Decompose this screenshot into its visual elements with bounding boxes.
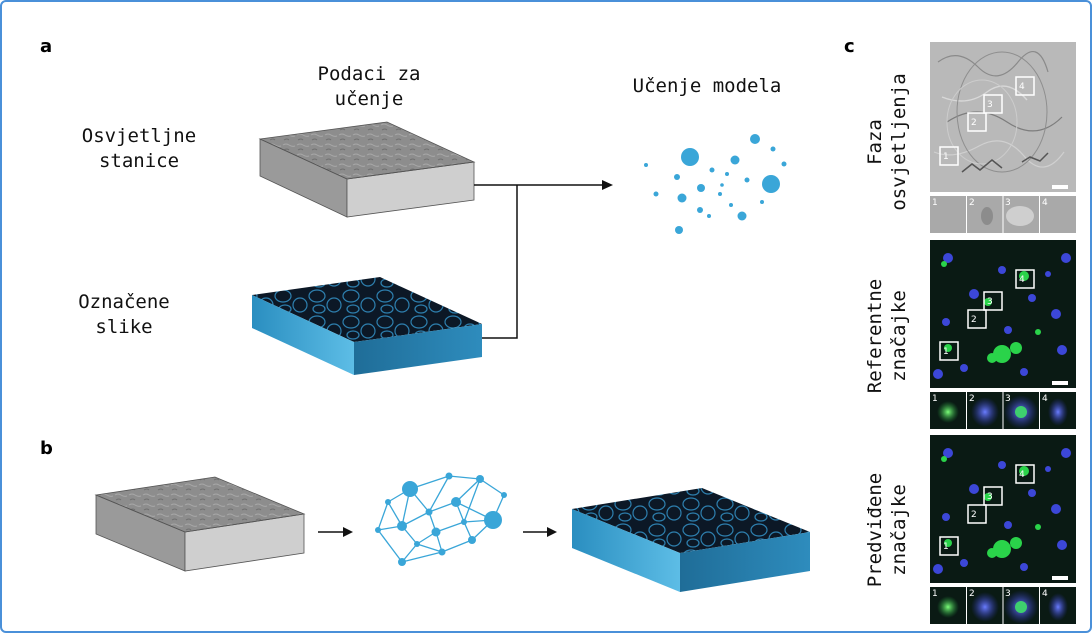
roi-number: 4: [1019, 275, 1025, 285]
training-connector-lines: [474, 184, 602, 339]
roi-number: 3: [987, 492, 993, 502]
roi-number: 4: [1019, 82, 1025, 92]
roi-number: 3: [987, 297, 993, 307]
b-output-block: [572, 488, 810, 592]
thumb-number: 3: [1005, 198, 1011, 208]
panel-c-letter: c: [844, 36, 855, 57]
model-training-label: Učenje modela: [632, 75, 782, 97]
panel-b-letter: b: [40, 438, 53, 459]
thumb-number: 2: [969, 198, 975, 208]
b-input-block: [94, 476, 306, 572]
predicted-fluorescence-image: [930, 435, 1076, 624]
thumb-number: 2: [969, 589, 975, 599]
arrow-head-icon: [602, 180, 613, 190]
thumb-number: 4: [1042, 589, 1048, 599]
arrow-right-icon: [343, 527, 353, 537]
thumb-number: 1: [932, 589, 938, 599]
thumb-number: 4: [1042, 394, 1048, 404]
panel-a-letter: a: [40, 36, 53, 57]
roi-number: 1: [943, 542, 949, 552]
roi-number: 2: [971, 315, 977, 325]
roi-number: 1: [943, 347, 949, 357]
thumb-number: 3: [1005, 394, 1011, 404]
roi-number: 2: [971, 510, 977, 520]
phase-contrast-image: [930, 42, 1076, 233]
thumb-number: 2: [969, 394, 975, 404]
thumb-number: 1: [932, 198, 938, 208]
thumb-number: 3: [1005, 589, 1011, 599]
reference-fluorescence-image: [930, 240, 1076, 429]
model-bubbles: [644, 134, 787, 234]
thumb-number: 1: [932, 394, 938, 404]
roi-number: 3: [987, 100, 993, 110]
training-data-label: Podaci za učenje: [317, 63, 421, 110]
input-image-block: [258, 121, 476, 218]
neural-network-icon: [375, 472, 507, 566]
roi-number: 2: [971, 118, 977, 128]
labeled-image-block: [252, 277, 482, 375]
input-cells-label: Osvjetljne stanice: [81, 125, 197, 172]
thumb-number: 4: [1042, 198, 1048, 208]
roi-number: 4: [1019, 470, 1025, 480]
roi-number: 1: [943, 152, 949, 162]
labeled-images-label: Označene slike: [78, 291, 170, 338]
arrow-right-icon: [547, 527, 557, 537]
